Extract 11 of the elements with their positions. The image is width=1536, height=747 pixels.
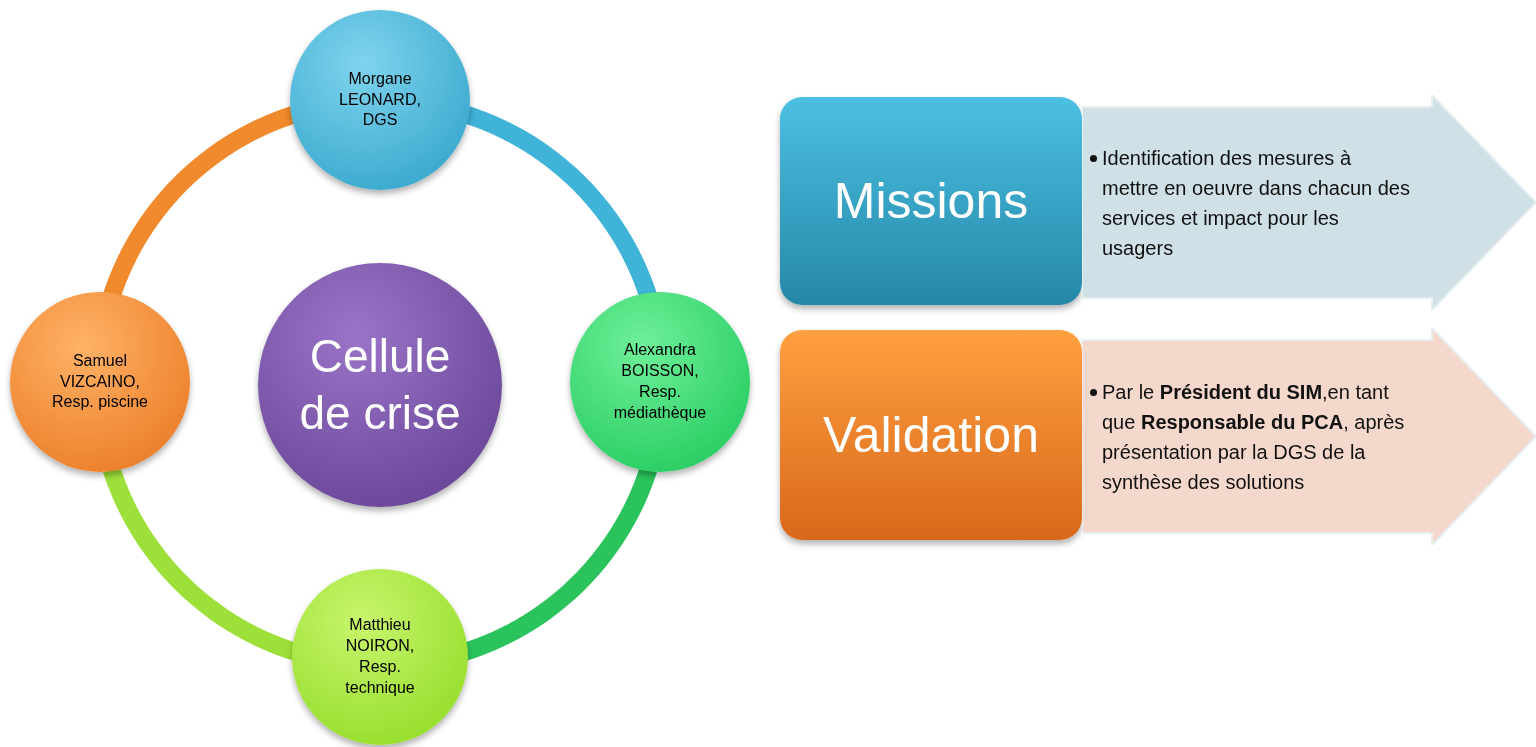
bullet-text: Par le Président du SIM,en tant que Responsable du PCA, après présentation par la DGS de la synthèse des solutions [1102,376,1412,497]
member-name: Matthieu NOIRON, Resp. technique [344,615,416,698]
bullet-text: Identification des mesures à mettre en oeuvre dans chacun des services et impact pour les usagers [1102,142,1412,263]
missions-box [780,97,1082,305]
member-name: Morgane LEONARD, DGS [338,68,422,131]
validation-box [780,330,1082,540]
heading: Missions [833,172,1029,230]
heading: Validation [823,406,1039,464]
member-name: Alexandra BOISSON, Resp. médiathèque [612,340,708,423]
member-name: Samuel VIZCAINO, Resp. piscine [50,350,149,413]
center-label: Cellule de crise [298,328,462,441]
